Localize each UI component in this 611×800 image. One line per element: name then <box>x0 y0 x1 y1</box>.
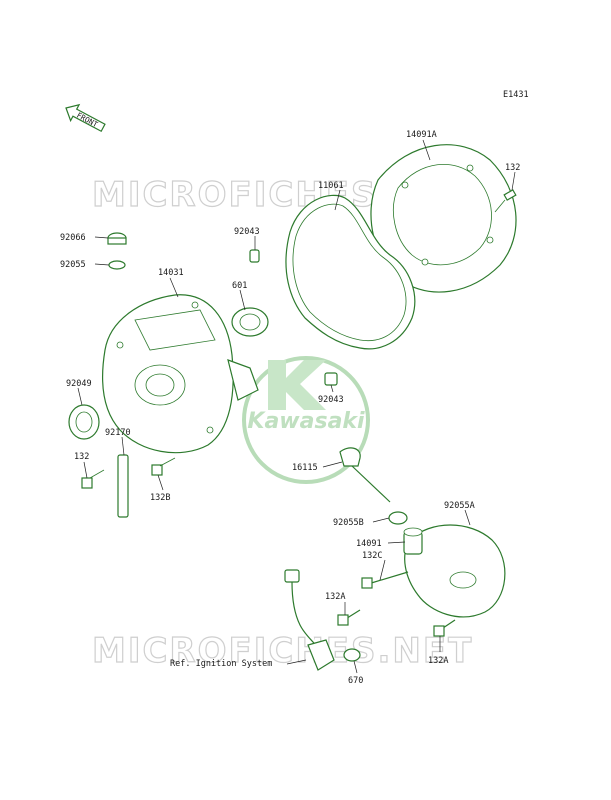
label-92049: 92049 <box>66 379 92 389</box>
part-132-bolt-left <box>81 469 105 489</box>
diagram-code: E1431 <box>503 90 529 100</box>
label-132-top: 132 <box>505 163 520 173</box>
part-92066-plug <box>107 232 127 245</box>
label-92170: 92170 <box>105 428 131 438</box>
part-132C-bolt <box>367 571 409 585</box>
label-670: 670 <box>348 676 363 686</box>
front-arrow-icon: FRONT <box>65 103 106 133</box>
kawasaki-logo-watermark: Kawasaki <box>242 356 370 484</box>
watermark-bottom: MICROFICHES.NET <box>92 631 473 671</box>
part-670-oring <box>343 648 361 662</box>
part-14091-cover <box>403 524 506 618</box>
label-14031: 14031 <box>158 268 184 278</box>
ignition-sensor <box>284 569 335 671</box>
part-132-bolt-top <box>494 189 517 213</box>
part-14091A-plate <box>370 144 517 293</box>
front-label: FRONT <box>75 111 100 130</box>
label-14091: 14091 <box>356 539 382 549</box>
label-92066: 92066 <box>60 233 86 243</box>
label-601: 601 <box>232 281 247 291</box>
part-92170-strip <box>117 454 129 518</box>
kawasaki-logo-text: Kawasaki <box>247 409 365 434</box>
part-92055B-oring <box>388 511 408 525</box>
label-92055B: 92055B <box>333 518 364 528</box>
label-92055A: 92055A <box>444 501 475 511</box>
part-92043-dowel-top <box>249 249 260 263</box>
part-14031-cover <box>102 294 259 454</box>
part-92055-oring <box>108 260 126 270</box>
label-132A-2: 132A <box>428 656 448 666</box>
label-132-left: 132 <box>74 452 89 462</box>
part-16115-dipstick <box>339 447 391 503</box>
label-132A-1: 132A <box>325 592 345 602</box>
part-601-bearing <box>231 307 269 337</box>
label-92043-top: 92043 <box>234 227 260 237</box>
label-132C: 132C <box>362 551 382 561</box>
part-132B-bolt <box>151 457 176 476</box>
label-16115: 16115 <box>292 463 318 473</box>
label-ref-ignition-system: Ref. Ignition System <box>170 659 272 669</box>
label-132B: 132B <box>150 493 170 503</box>
label-11061: 11061 <box>318 181 344 191</box>
part-92043-dowel-mid <box>324 372 338 386</box>
label-92043-mid: 92043 <box>318 395 344 405</box>
part-92049-seal <box>68 404 100 440</box>
label-92055: 92055 <box>60 260 86 270</box>
label-14091A: 14091A <box>406 130 437 140</box>
